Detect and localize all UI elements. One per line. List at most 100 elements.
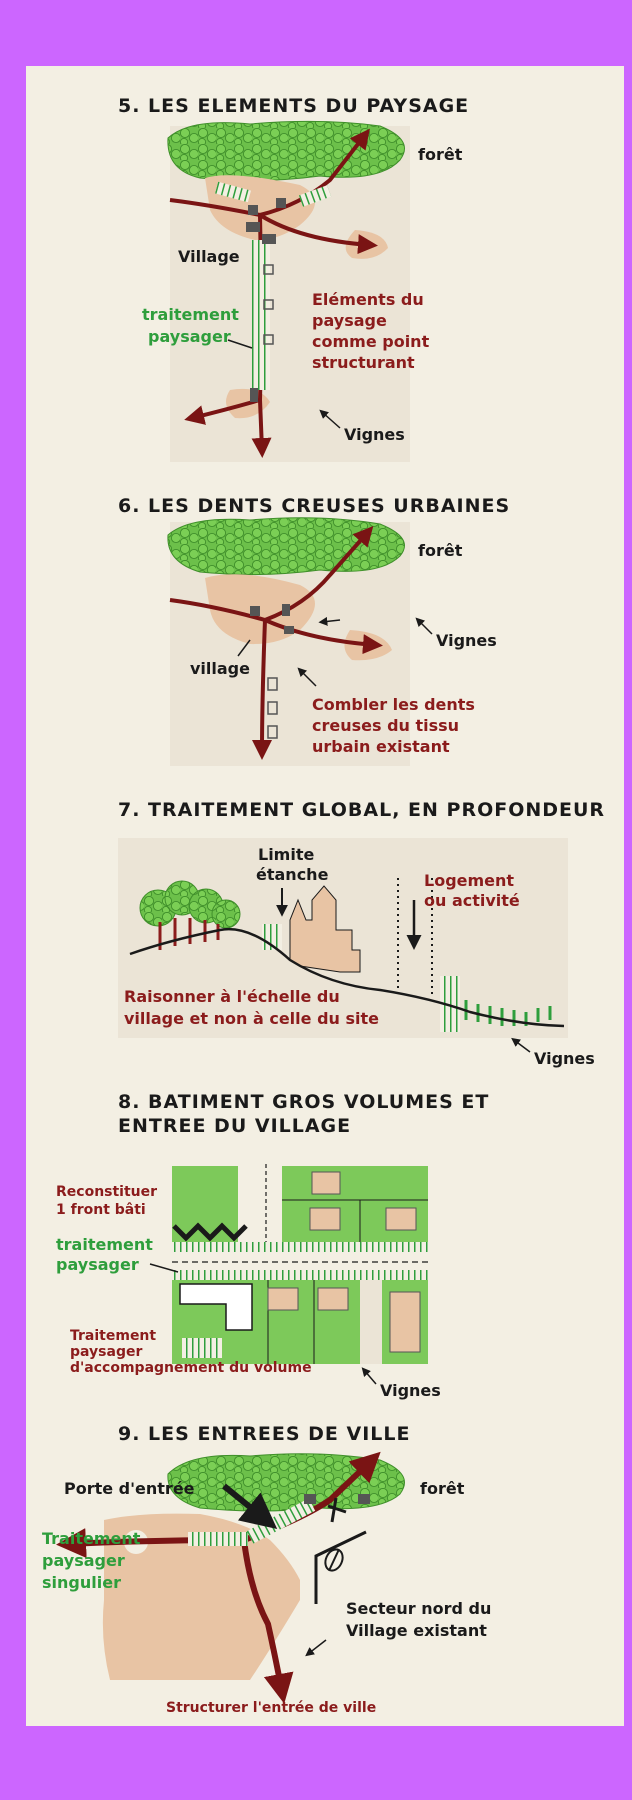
road-east	[258, 213, 378, 255]
label-vignes: Vignes	[344, 425, 405, 444]
label-foret: forêt	[418, 145, 463, 164]
building	[250, 606, 260, 616]
label-village: village	[190, 659, 250, 678]
vine-rows	[440, 976, 460, 1032]
label-elements-3: comme point	[312, 332, 430, 351]
pointer-arrow	[318, 616, 341, 626]
label-traitement: traitement	[142, 305, 239, 324]
label-structurer: Structurer l'entrée de ville	[166, 1700, 376, 1716]
label-logement-2: ou activité	[424, 891, 520, 910]
building-outline	[263, 264, 274, 275]
label-elements-1: Eléments du	[312, 290, 424, 309]
building	[262, 234, 276, 244]
label-combler-2: creuses du tissu	[312, 716, 459, 735]
gate-mark	[327, 1497, 347, 1523]
pointer-line	[237, 639, 251, 657]
label-paysager: paysager	[148, 327, 231, 346]
label-logement-1: Logement	[424, 871, 514, 890]
forest-area	[167, 1453, 405, 1512]
label-limite-1: Limite	[258, 845, 314, 864]
label-reconstituer-2: 1 front bâti	[56, 1202, 146, 1218]
front-bati-chevrons	[172, 1222, 248, 1242]
label-raisonner-1: Raisonner à l'échelle du	[124, 987, 340, 1006]
label-secteur-1: Secteur nord du	[346, 1599, 491, 1618]
label-traitement: traitement	[56, 1235, 153, 1254]
label-traitement-2: paysager	[42, 1551, 125, 1570]
accompaniment-hatch	[182, 1338, 222, 1358]
house	[267, 1287, 299, 1311]
label-accomp-2: paysager	[70, 1344, 142, 1360]
pointer-arrow	[361, 1367, 377, 1385]
label-combler-3: urbain existant	[312, 737, 450, 756]
label-porte: Porte d'entrée	[64, 1479, 195, 1498]
label-elements-2: paysage	[312, 311, 387, 330]
pointer-arrow	[305, 1639, 327, 1657]
label-limite-2: étanche	[256, 865, 329, 884]
pointer-arrow	[297, 667, 317, 687]
landscape-treatment-hatch	[246, 1498, 316, 1544]
terrain-line	[129, 927, 565, 1028]
section-8-title-1: 8. BATIMENT GROS VOLUMES ET	[118, 1091, 489, 1113]
road-strip	[360, 1280, 382, 1364]
section-7-title: 7. TRAITEMENT GLOBAL, EN PROFONDEUR	[118, 799, 605, 821]
label-paysager: paysager	[56, 1255, 139, 1274]
section-6: 6. LES DENTS CREUSES URBAINES forêt Vign…	[118, 495, 510, 766]
pointer-arrow	[511, 1037, 531, 1053]
label-traitement-3: singulier	[42, 1573, 121, 1592]
section-7: 7. TRAITEMENT GLOBAL, EN PROFONDEUR	[118, 799, 605, 1068]
label-elements-4: structurant	[312, 353, 415, 372]
entrance-arrow	[222, 1483, 278, 1530]
pointer-line	[227, 339, 253, 349]
section-6-title: 6. LES DENTS CREUSES URBAINES	[118, 495, 510, 517]
building	[304, 1494, 316, 1504]
large-volume-building	[179, 1283, 253, 1331]
view-angle	[314, 1530, 367, 1604]
building	[248, 205, 258, 215]
section-9-title: 9. LES ENTREES DE VILLE	[118, 1423, 411, 1445]
road-east	[264, 618, 383, 655]
section-8: 8. BATIMENT GROS VOLUMES ET ENTREE DU VI…	[56, 1091, 489, 1400]
building	[284, 626, 294, 634]
section-5-title: 5. LES ELEMENTS DU PAYSAGE	[118, 95, 469, 117]
building-outline	[263, 334, 274, 345]
forest-area	[167, 120, 405, 182]
angle-symbol-stroke	[328, 1548, 340, 1572]
label-secteur-2: Village existant	[346, 1621, 487, 1640]
label-foret: forêt	[418, 541, 463, 560]
building	[246, 222, 260, 232]
label-vignes: Vignes	[380, 1381, 441, 1400]
landscape-treatment-hatch	[188, 1532, 248, 1546]
road-south	[241, 1539, 294, 1704]
label-raisonner-2: village et non à celle du site	[124, 1009, 379, 1028]
building	[282, 604, 290, 616]
label-vignes: Vignes	[436, 631, 497, 650]
tree-cluster	[139, 880, 241, 950]
pointer-arrow	[319, 409, 341, 429]
road-south	[252, 619, 273, 760]
house	[389, 1291, 421, 1353]
section-5: 5. LES ELEMENTS DU PAYSAGE forêt Village…	[118, 95, 469, 462]
forest-area	[167, 517, 405, 576]
building	[358, 1494, 370, 1504]
label-combler-1: Combler les dents	[312, 695, 475, 714]
label-vignes: Vignes	[534, 1049, 595, 1068]
building-outline	[267, 677, 278, 691]
building-outline	[267, 725, 278, 739]
house	[309, 1207, 341, 1231]
label-accomp-1: Traitement	[70, 1328, 156, 1344]
label-traitement-1: Traitement	[42, 1529, 141, 1548]
house	[317, 1287, 349, 1311]
label-reconstituer-1: Reconstituer	[56, 1184, 157, 1200]
village-buildings	[289, 885, 361, 973]
pointer-line	[149, 1263, 179, 1273]
pointer-arrow	[415, 617, 433, 635]
house	[385, 1207, 417, 1231]
label-village: Village	[178, 247, 240, 266]
landscape-treatment-hatch	[252, 240, 270, 390]
landscape-treatment-hatch	[172, 1270, 428, 1280]
label-foret: forêt	[420, 1479, 465, 1498]
house	[311, 1171, 341, 1195]
landscape-treatment-hatch-nw	[215, 181, 251, 203]
field-block	[282, 1166, 428, 1242]
